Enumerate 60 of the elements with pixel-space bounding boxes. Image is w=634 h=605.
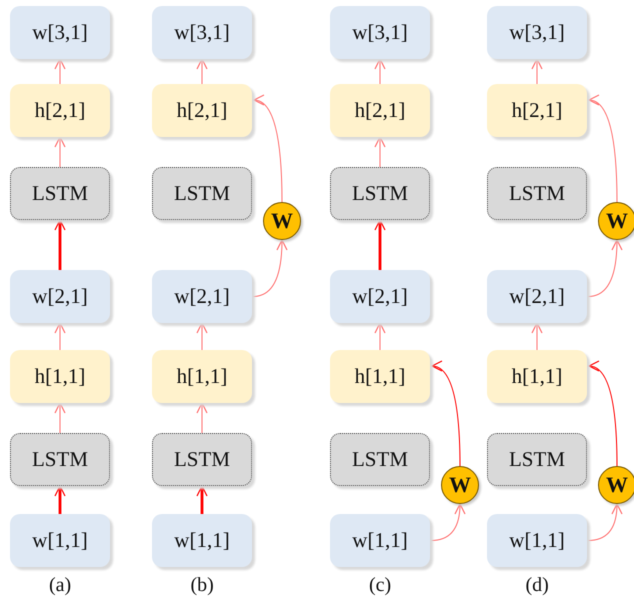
arrow	[588, 96, 618, 202]
arrow	[196, 485, 208, 514]
word-box: w[2,1]	[10, 270, 110, 323]
lstm-box: LSTM	[152, 433, 252, 486]
hidden-state-box: h[2,1]	[487, 84, 587, 137]
hidden-state-box: h[1,1]	[10, 350, 110, 403]
arrow	[430, 503, 466, 541]
arrow	[588, 362, 618, 466]
arrow	[374, 219, 386, 270]
arrow	[431, 362, 460, 466]
hidden-state-box: h[1,1]	[152, 350, 252, 403]
panel-label: (c)	[369, 574, 392, 597]
panel-label: (b)	[190, 574, 214, 597]
arrow	[54, 219, 66, 270]
word-box: w[2,1]	[152, 270, 252, 323]
arrow	[54, 402, 66, 434]
hidden-state-box: h[2,1]	[330, 84, 430, 137]
arrow	[196, 322, 208, 350]
arrow	[374, 58, 386, 84]
arrow	[253, 96, 282, 202]
arrow	[196, 402, 208, 434]
hidden-state-box: h[1,1]	[330, 350, 430, 403]
weight-circle: W	[598, 466, 634, 504]
arrow	[54, 322, 66, 350]
panel-label: (a)	[49, 574, 72, 597]
word-box: w[1,1]	[487, 514, 587, 567]
word-box: w[3,1]	[10, 6, 110, 59]
arrow	[588, 239, 622, 297]
arrow	[54, 58, 66, 84]
lstm-box: LSTM	[10, 167, 110, 220]
lstm-box: LSTM	[330, 167, 430, 220]
panel-label: (d)	[526, 574, 549, 597]
word-box: w[2,1]	[487, 270, 587, 323]
word-box: w[1,1]	[10, 514, 110, 567]
arrow	[374, 136, 386, 168]
lstm-box: LSTM	[152, 167, 252, 220]
hidden-state-box: h[1,1]	[487, 350, 587, 403]
arrow	[374, 322, 386, 350]
weight-circle: W	[441, 466, 479, 504]
arrow	[54, 485, 66, 514]
weight-circle: W	[263, 202, 301, 240]
arrow	[196, 58, 208, 84]
lstm-box: LSTM	[10, 433, 110, 486]
word-box: w[2,1]	[330, 270, 430, 323]
word-box: w[3,1]	[487, 6, 587, 59]
hidden-state-box: h[2,1]	[152, 84, 252, 137]
hidden-state-box: h[2,1]	[10, 84, 110, 137]
lstm-box: LSTM	[487, 167, 587, 220]
word-box: w[3,1]	[152, 6, 252, 59]
word-box: w[1,1]	[330, 514, 430, 567]
arrow	[531, 322, 543, 350]
arrow	[588, 503, 622, 541]
word-box: w[1,1]	[152, 514, 252, 567]
arrow	[252, 239, 288, 297]
arrow	[54, 136, 66, 168]
arrow	[531, 58, 543, 84]
word-box: w[3,1]	[330, 6, 430, 59]
weight-circle: W	[598, 202, 634, 240]
lstm-box: LSTM	[487, 433, 587, 486]
lstm-box: LSTM	[330, 433, 430, 486]
